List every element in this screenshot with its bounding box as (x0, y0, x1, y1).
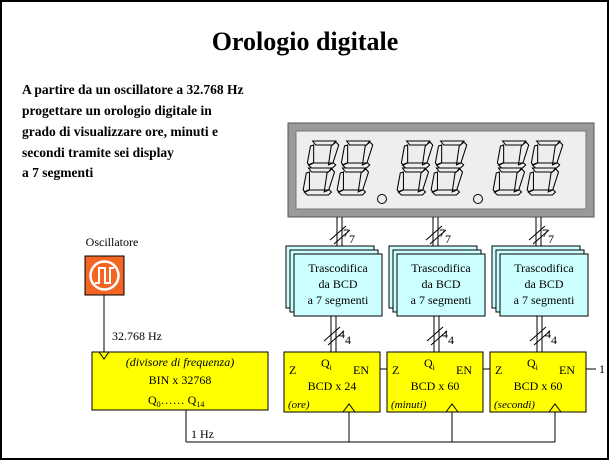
bus-width-label: 4 (551, 333, 557, 347)
oscillator-block (84, 255, 125, 296)
counter-q-pin: Qi (424, 356, 436, 372)
decoder-label: da BCD (422, 277, 461, 291)
counter-en-pin: EN (456, 363, 472, 377)
decoder-label: da BCD (525, 277, 564, 291)
counter-z-pin: Z (495, 363, 502, 377)
counter-name: BCD x 60 (514, 379, 563, 393)
enable-input-label: 1 (599, 362, 605, 376)
decoder-label: Trascodifica (308, 261, 368, 275)
counter-block: Z Qi EN BCD x 24 (ore) (283, 351, 381, 413)
bus-width-label: 7 (349, 232, 355, 246)
bus-width-label: 7 (445, 232, 451, 246)
counter-en-pin: EN (353, 363, 369, 377)
oscillator-label: Oscillatore (86, 235, 139, 249)
bus-width-label: 4 (339, 327, 345, 341)
intro-line: progettare un orologio digitale in (22, 103, 212, 118)
clock-wires (185, 410, 556, 443)
bus-4 (323, 316, 551, 352)
intro-text: A partire da un oscillatore a 32.768 Hz … (22, 82, 244, 180)
decoder-label: a 7 segmenti (411, 293, 472, 307)
counter-q-pin: Qi (527, 356, 539, 372)
counter-en-pin: EN (559, 363, 575, 377)
decoder-label: Trascodifica (411, 261, 471, 275)
counter-name: BCD x 24 (308, 379, 357, 393)
bus-7 (329, 217, 550, 248)
decoder-block: Trascodifica da BCD a 7 segmenti (491, 245, 589, 317)
bus-width-label: 7 (548, 232, 554, 246)
slide-title: Orologio digitale (212, 27, 399, 56)
counter-unit: (ore) (288, 399, 310, 411)
seven-segment-display (287, 122, 595, 218)
bus-width-label: 4 (345, 333, 351, 347)
decoder-block: Trascodifica da BCD a 7 segmenti (388, 245, 486, 317)
counter-unit: (minuti) (391, 399, 427, 411)
counter-block: Z Qi EN BCD x 60 (minuti) (386, 351, 484, 413)
display-dot (473, 194, 483, 204)
square-wave-icon (95, 267, 114, 284)
bus-width-label: 4 (545, 327, 551, 341)
display-dot (377, 194, 387, 204)
decoder-block: Trascodifica da BCD a 7 segmenti (285, 245, 383, 317)
intro-line: A partire da un oscillatore a 32.768 Hz (22, 82, 244, 97)
clock-label: 1 Hz (191, 427, 214, 441)
counter-name: BCD x 60 (411, 379, 460, 393)
intro-line: grado di visualizzare ore, minuti e (22, 124, 218, 139)
decoder-label: a 7 segmenti (514, 293, 575, 307)
divider-title: (divisore di frequenza) (126, 355, 234, 369)
counter-unit: (secondi) (494, 399, 535, 411)
counter-block: Z Qi EN BCD x 60 (secondi) (489, 351, 587, 413)
bus-width-label: 7 (542, 226, 548, 240)
intro-line: a 7 segmenti (22, 165, 93, 180)
bus-width-label: 7 (439, 226, 445, 240)
counter-q-pin: Qi (321, 356, 333, 372)
decoder-label: Trascodifica (514, 261, 574, 275)
decoder-label: a 7 segmenti (308, 293, 369, 307)
divider-block: (divisore di frequenza) BIN x 32768 Q0……… (91, 351, 269, 411)
display-face (295, 130, 587, 210)
divider-outputs: Q0……Q14 (148, 393, 204, 409)
counter-z-pin: Z (392, 363, 399, 377)
bus-width-label: 4 (442, 327, 448, 341)
divider-name: BIN x 32768 (149, 373, 212, 387)
bus-width-label: 4 (448, 333, 454, 347)
counter-z-pin: Z (289, 363, 296, 377)
bus-width-label: 7 (343, 226, 349, 240)
oscillator-frequency: 32.768 Hz (112, 329, 162, 343)
intro-line: secondi tramite sei display (22, 145, 174, 160)
decoder-label: da BCD (319, 277, 358, 291)
